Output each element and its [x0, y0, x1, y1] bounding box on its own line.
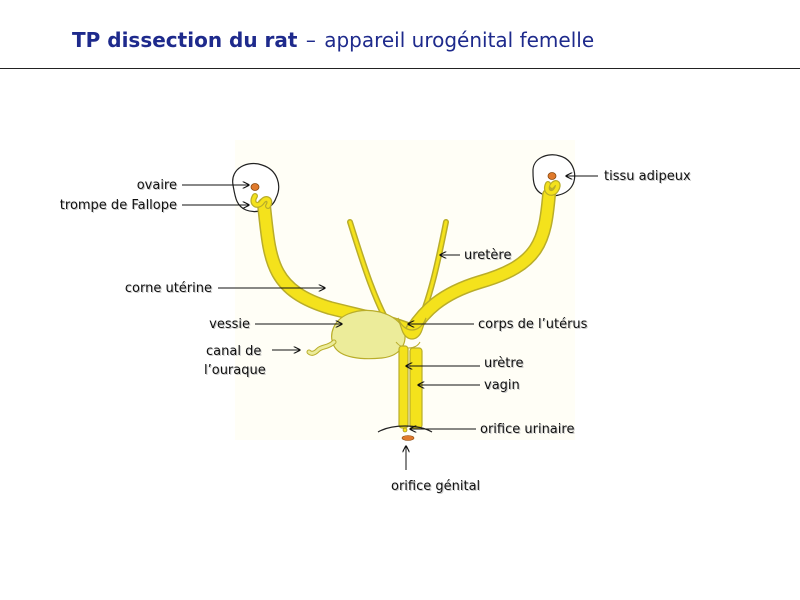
label-canal-line1: canal de	[206, 344, 262, 359]
vagina	[409, 347, 423, 429]
label-vagin: vagin	[484, 378, 520, 393]
page-title: TP dissection du rat – appareil urogénit…	[72, 28, 594, 52]
uterine-body	[397, 317, 427, 340]
urinary-orifice-mark	[402, 427, 408, 433]
label-uretre: urètre	[484, 356, 524, 371]
label-ovaire: ovaire	[136, 178, 177, 193]
left-ovary	[250, 183, 260, 191]
label-corne: corne utérine	[124, 281, 212, 296]
label-corps-uterus: corps de l’utérus	[478, 317, 588, 332]
label-orifice-genital: orifice génital	[391, 479, 481, 494]
title-subtitle: appareil urogénital femelle	[324, 28, 595, 52]
label-vessie: vessie	[209, 317, 250, 332]
bladder	[331, 309, 406, 360]
body-outline	[377, 425, 433, 433]
label-trompe: trompe de Fallope	[59, 198, 177, 213]
label-orifice-urinaire: orifice urinaire	[480, 422, 575, 437]
label-canal-line2: l’ouraque	[204, 363, 266, 378]
urethra	[398, 345, 409, 429]
header-divider	[0, 68, 800, 69]
title-main: TP dissection du rat	[72, 28, 298, 52]
right-ovary	[547, 172, 557, 180]
genital-orifice-mark	[401, 435, 415, 441]
label-tissu-adipeux: tissu adipeux	[604, 169, 691, 184]
title-separator: –	[305, 28, 316, 52]
label-uretere: uretère	[464, 248, 512, 263]
